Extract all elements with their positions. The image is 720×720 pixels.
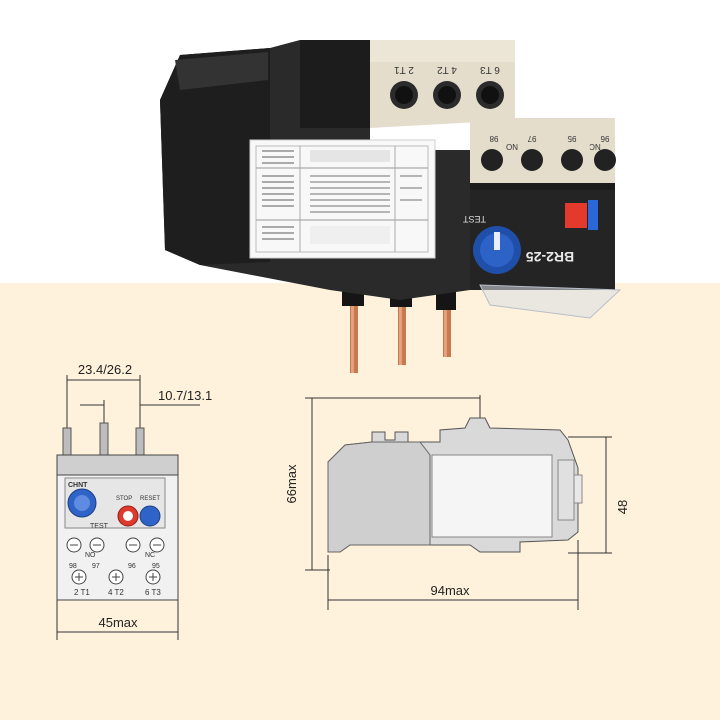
test-label: TEST	[462, 214, 486, 224]
front-nc-label: NC	[145, 552, 155, 559]
dim-height-body: 48	[615, 500, 630, 514]
front-stop-label: STOP	[116, 496, 132, 502]
side-silhouette	[327, 417, 583, 553]
front-aux-96: 96	[128, 563, 136, 570]
front-no-label: NO	[85, 552, 96, 559]
aux-label-97: 97	[527, 134, 536, 143]
model-label: BR2-25	[526, 249, 574, 265]
terminal-label-t3: 6 T3	[480, 64, 500, 75]
aux-label-98: 98	[489, 134, 498, 143]
front-aux-98: 98	[69, 563, 77, 570]
dim-pitch: 23.4/26.2	[78, 362, 132, 377]
front-aux-95: 95	[152, 563, 160, 570]
front-test-label: TEST	[90, 523, 109, 530]
front-brand: CHNT	[68, 482, 88, 489]
front-reset-button	[139, 505, 161, 527]
terminal-label-t1: 2 T1	[394, 64, 414, 75]
transparent-cover	[479, 284, 622, 319]
dim-width: 45max	[98, 615, 138, 630]
front-terminal-t3: 6 T3	[145, 588, 161, 597]
front-terminal-t2: 4 T2	[108, 588, 124, 597]
front-terminal-t1: 2 T1	[74, 588, 90, 597]
aux-label-96: 96	[600, 134, 609, 143]
terminal-label-t2: 4 T2	[437, 64, 457, 75]
dim-height-total: 66max	[284, 464, 299, 504]
front-reset-label: RESET	[140, 496, 160, 502]
dim-depth: 94max	[430, 583, 470, 598]
stop-button[interactable]	[565, 203, 587, 228]
aux-label-no: NO	[506, 142, 518, 151]
side-label	[249, 139, 436, 259]
reset-button[interactable]	[588, 200, 598, 230]
main-terminal-block: 2 T1 4 T2 6 T3	[300, 40, 515, 128]
aux-label-nc: NC	[589, 142, 601, 151]
aux-label-95: 95	[567, 134, 576, 143]
dim-spacing: 10.7/13.1	[158, 388, 212, 403]
aux-terminal-block: 98 NO 97 95 NC 96	[470, 118, 616, 193]
front-aux-97: 97	[92, 563, 100, 570]
